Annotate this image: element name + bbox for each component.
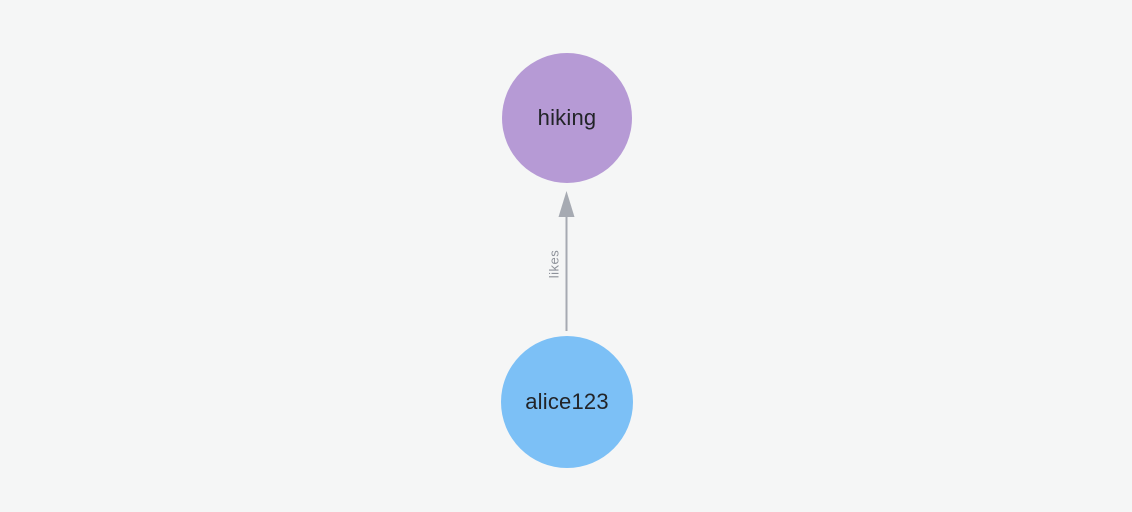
node-label-alice123: alice123 [525, 389, 609, 414]
edge-likes[interactable]: likes [547, 191, 575, 331]
edge-label: likes [547, 250, 562, 279]
graph-node-hiking[interactable]: hiking [502, 53, 632, 183]
node-label-hiking: hiking [537, 105, 597, 130]
graph-node-alice123[interactable]: alice123 [501, 336, 633, 468]
edge-arrowhead-icon [558, 191, 575, 217]
